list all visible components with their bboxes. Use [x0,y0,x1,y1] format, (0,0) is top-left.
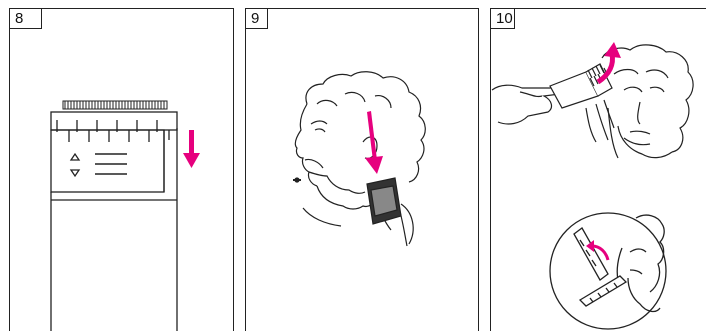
trimmer-device [367,178,413,244]
down-arrow-icon [365,111,383,174]
comb-attachment-illustration [9,8,234,331]
comb-attachment [51,112,177,331]
step-8-panel: 8 [9,8,234,331]
step-9-panel: 9 [245,8,479,331]
head-profile [293,72,425,246]
beard-trimming-illustration [245,8,479,331]
down-arrow-icon [183,130,200,168]
top-scene [492,45,693,158]
hair-cutting-illustration [490,8,706,331]
inset-detail [550,213,666,329]
cutter-teeth [63,101,167,109]
step-10-panel: 10 [490,8,706,331]
up-arrow-head-icon [604,42,621,58]
